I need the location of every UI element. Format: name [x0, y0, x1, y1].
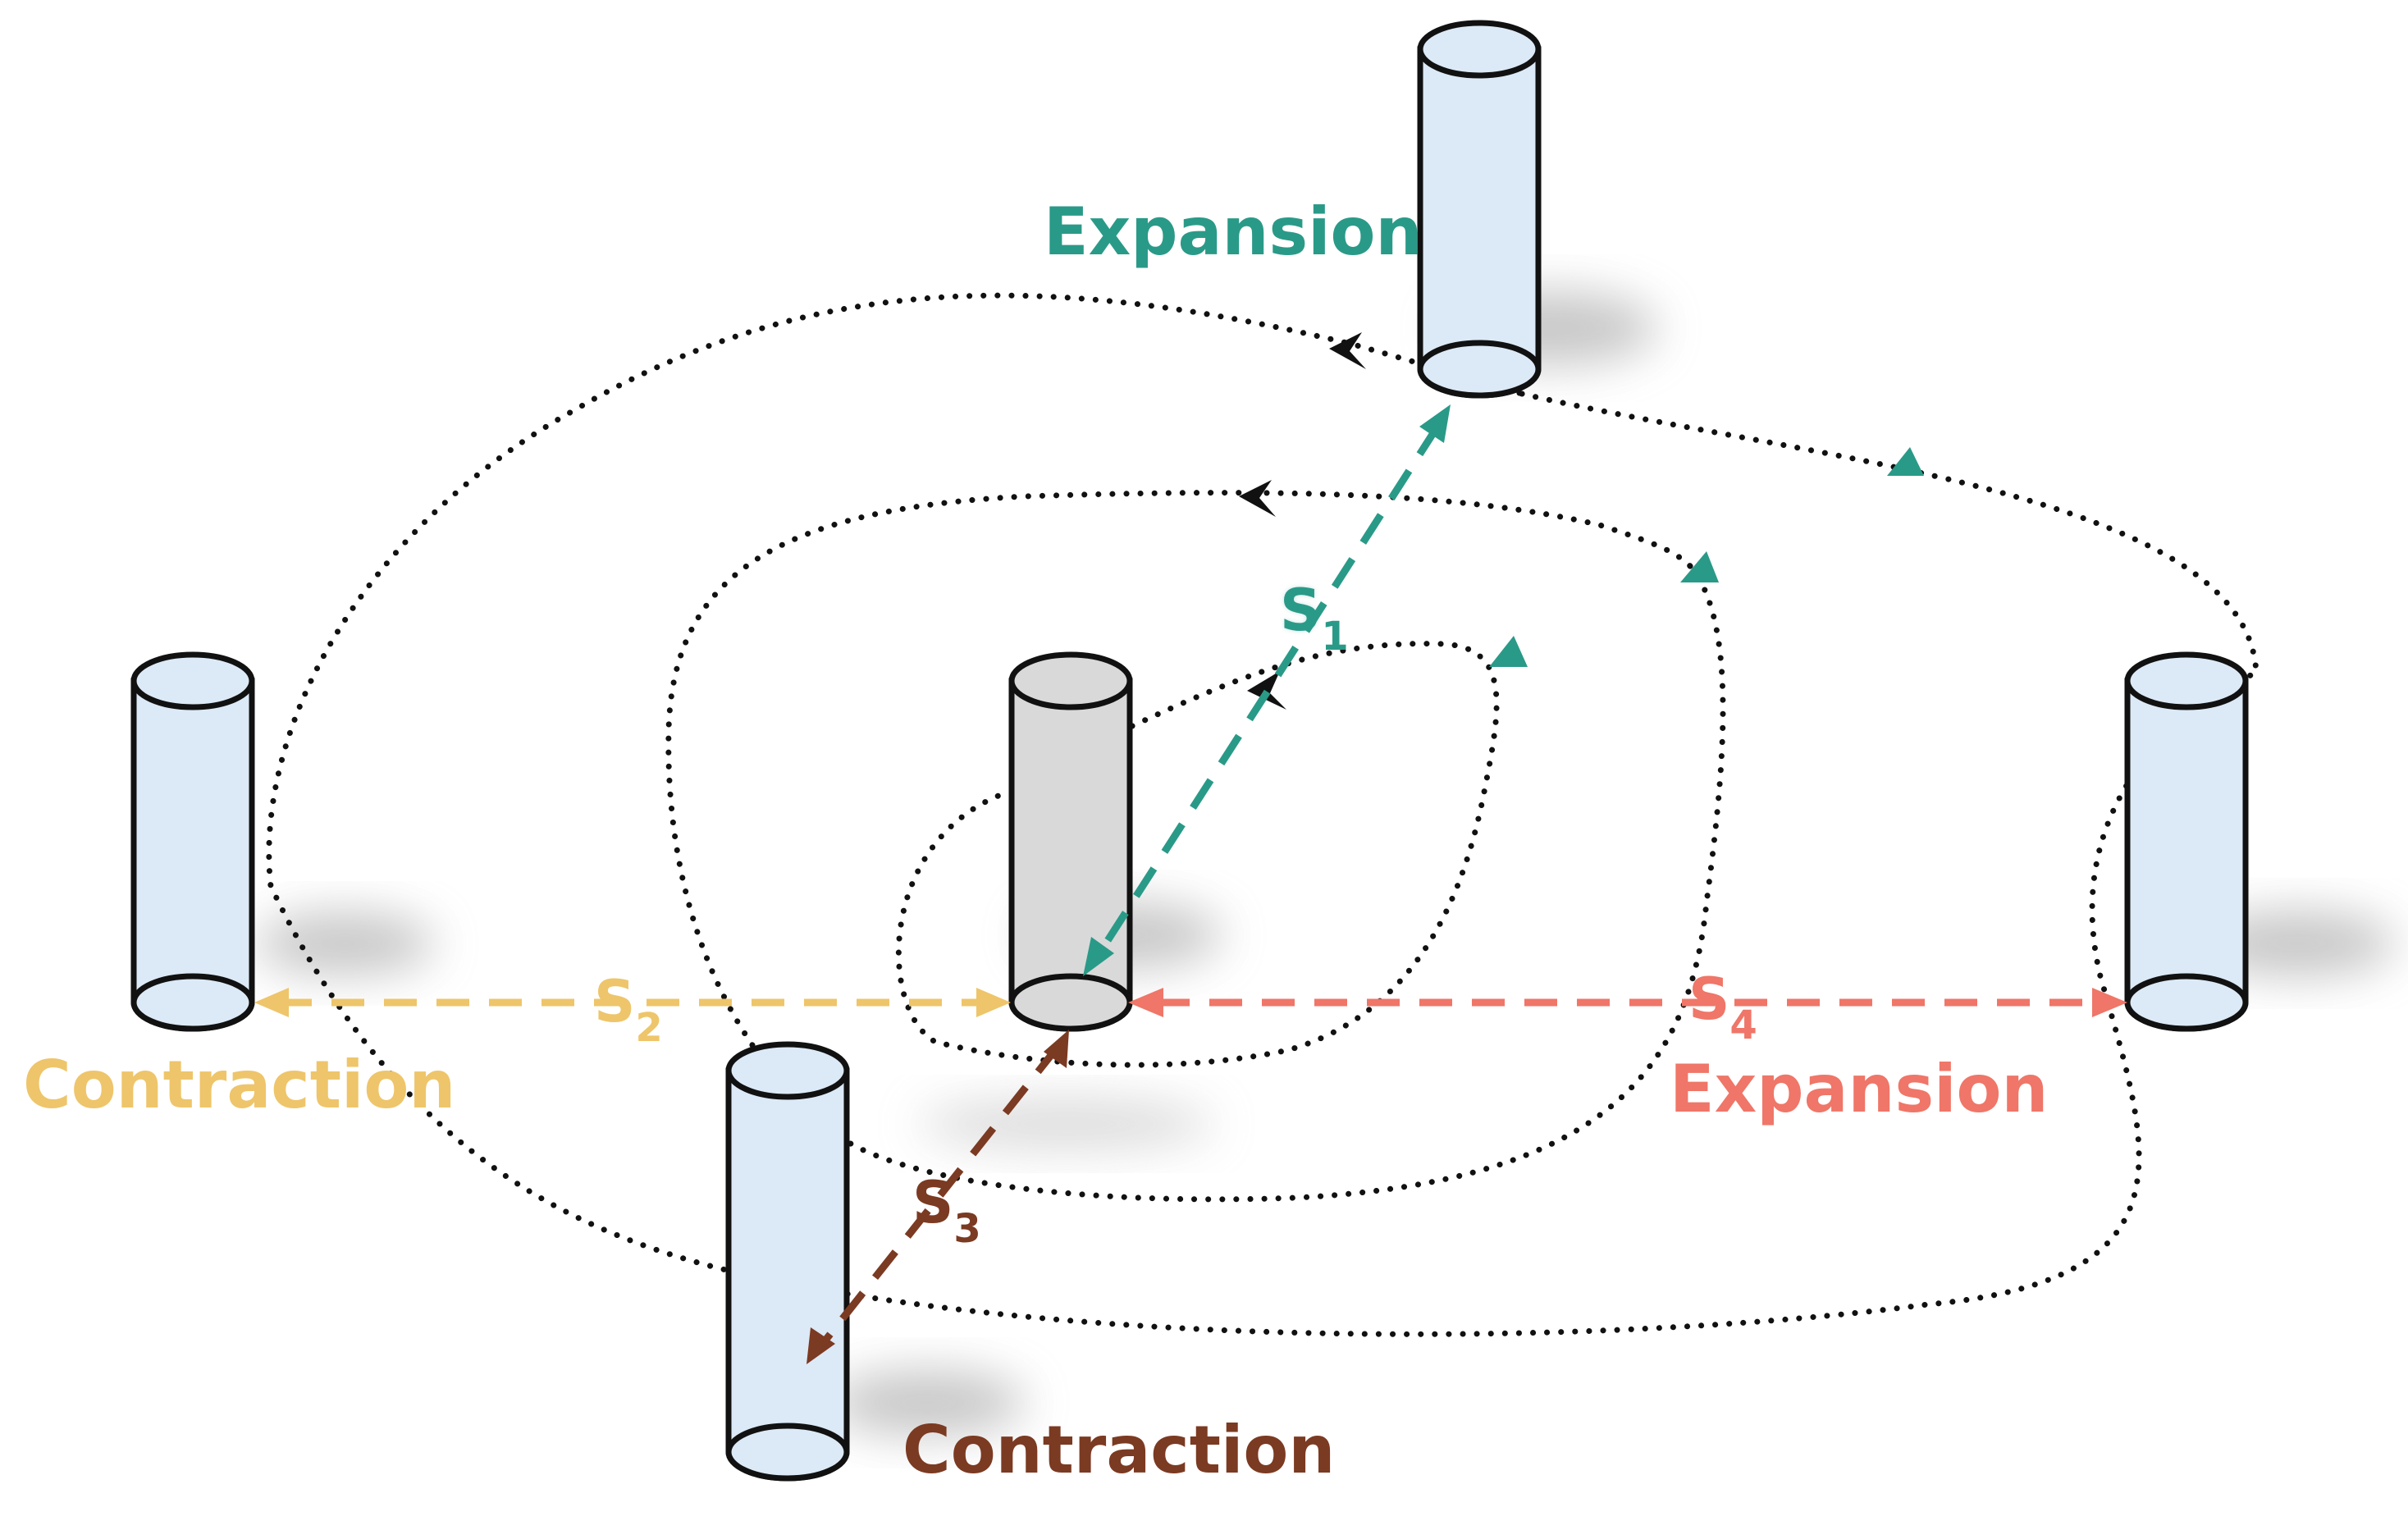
cylinder-bottom [725, 1041, 850, 1482]
s1-sub: 1 [1321, 614, 1348, 660]
s4-label: S4 [1688, 966, 1757, 1048]
s1-arrow [1083, 404, 1451, 976]
s4-arrow [1128, 988, 2127, 1017]
cylinder-top-top [1417, 20, 1542, 79]
s2-label: S2 [594, 968, 663, 1051]
arrowhead-icon [1044, 1030, 1069, 1068]
spiral-direction-arrows [1239, 332, 1366, 710]
cylinder-center [1008, 651, 1133, 1032]
middle-loop [665, 490, 1726, 1203]
s2-main: S [594, 968, 635, 1035]
s2-arrow [254, 988, 1011, 1017]
cylinder-left-base [130, 973, 255, 1032]
cylinder-bottom-body [725, 1067, 850, 1482]
teal-triangle-icon [1887, 447, 1924, 476]
contraction-left-label: Contraction [23, 1047, 455, 1123]
spiral-paths [266, 292, 2259, 1337]
arrowhead-icon [1083, 937, 1114, 976]
s2-sub: 2 [635, 1005, 662, 1051]
s3-main: S [912, 1169, 953, 1236]
cylinder-top [1417, 20, 1542, 399]
arrowhead-icon [976, 988, 1011, 1017]
contraction-bottom-label: Contraction [902, 1412, 1335, 1488]
cylinder-left [130, 651, 255, 1032]
s4-main: S [1688, 966, 1729, 1033]
arrowhead-icon [2092, 988, 2127, 1017]
expansion-top-label: Expansion [1044, 194, 1422, 270]
cylinder-center-top [1008, 651, 1133, 710]
labels: S S1 S2 S3 S4 Expansion Expansion Contra… [23, 194, 2048, 1488]
black-arrow-icon [1329, 332, 1366, 369]
cylinders [130, 20, 2249, 1482]
expansion-right-label: Expansion [1670, 1051, 2048, 1127]
arrowhead-icon [1419, 404, 1451, 443]
black-arrow-icon [1247, 671, 1286, 710]
inner-loop [895, 641, 1500, 1068]
cylinder-top-base [1417, 340, 1542, 399]
cylinder-right-top [2124, 651, 2249, 710]
s1-label: S [1280, 577, 1321, 644]
cylinder-left-top [130, 651, 255, 710]
arrowhead-icon [806, 1327, 835, 1364]
cylinder-bottom-top [725, 1041, 850, 1100]
s3-sub: 3 [953, 1206, 980, 1252]
teal-markers [1489, 447, 1924, 667]
shadows [254, 291, 2396, 1436]
cylinder-right [2124, 651, 2249, 1032]
cylinder-center-base [1008, 973, 1133, 1032]
cylinder-bottom-base [725, 1423, 850, 1482]
teal-triangle-icon [1489, 636, 1528, 667]
s4-sub: 4 [1729, 1002, 1757, 1048]
teal-triangle-icon [1680, 551, 1719, 582]
s1-main: S [1280, 577, 1321, 644]
cylinder-right-base [2124, 973, 2249, 1032]
outer-loop [266, 292, 2259, 1337]
s3-arrow [806, 1030, 1069, 1364]
s3-label: S3 [912, 1169, 981, 1252]
arrowhead-icon [1128, 988, 1163, 1017]
black-arrow-icon [1239, 480, 1276, 517]
arrowhead-icon [254, 988, 289, 1017]
s1-label: S1 [1280, 577, 1349, 660]
